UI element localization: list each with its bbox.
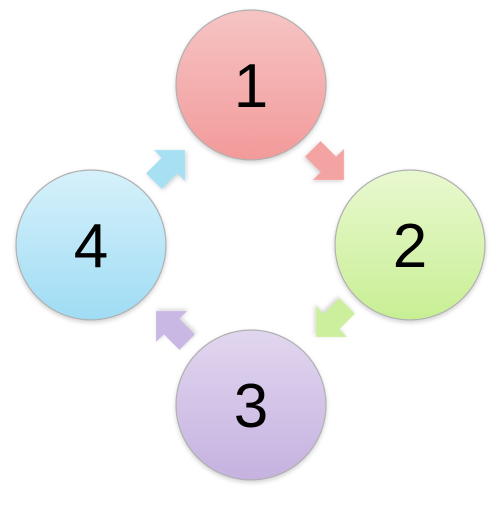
- node-2-label: 2: [393, 212, 427, 281]
- node-4-circle: [15, 169, 167, 321]
- node-2-circle: [334, 169, 486, 321]
- arrow-1-to-2: [305, 141, 344, 180]
- node-3-label: 3: [234, 372, 268, 441]
- node-4: 4: [15, 169, 167, 321]
- arrow-right-up-icon: [146, 150, 185, 189]
- arrow-left-up-icon: [156, 311, 195, 350]
- node-4-label: 4: [74, 212, 108, 281]
- arrow-3-to-4: [156, 311, 195, 350]
- node-2: 2: [334, 169, 486, 321]
- node-1-label: 1: [234, 52, 268, 121]
- arrow-2-to-3: [316, 298, 355, 337]
- node-3-circle: [175, 329, 327, 481]
- arrow-right-down-icon: [305, 141, 344, 180]
- arrow-4-to-1: [146, 150, 185, 189]
- node-1-circle: [175, 9, 327, 161]
- node-1: 1: [175, 9, 327, 161]
- node-3: 3: [175, 329, 327, 481]
- arrow-left-down-icon: [316, 298, 355, 337]
